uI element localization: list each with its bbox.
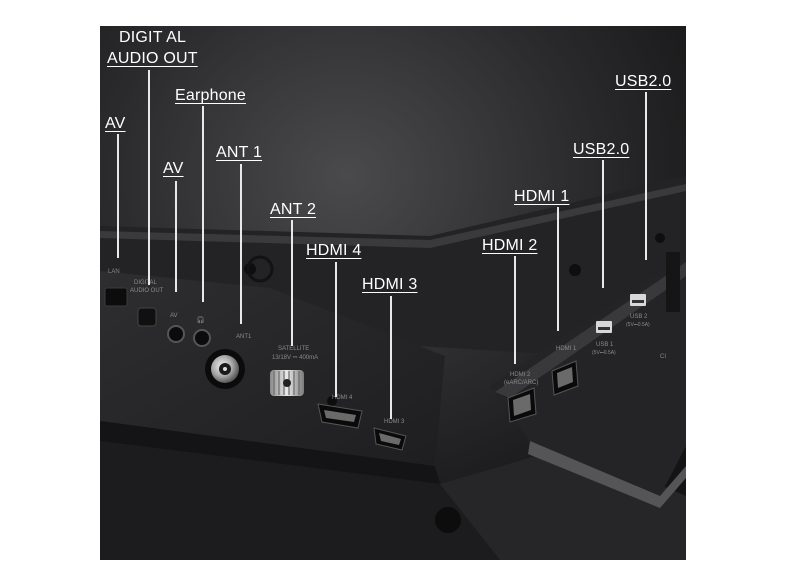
right-connector-panel: [490, 254, 686, 496]
leader-line-hdmi1: [557, 207, 559, 331]
svg-text:SATELLITE: SATELLITE: [278, 346, 309, 352]
svg-text:(5V⎓0.5A): (5V⎓0.5A): [592, 350, 616, 356]
leader-line-ant2: [291, 220, 293, 346]
callout-hdmi1: HDMI 1: [514, 188, 570, 205]
lan-port: [104, 287, 128, 307]
tv-back-panel-illustration: LAN DIGITAL AUDIO OUT AV 🎧︎ ANT1 SATELLI…: [100, 26, 686, 560]
callout-usb-top: USB2.0: [615, 73, 672, 90]
leader-line-hdmi4: [335, 262, 337, 397]
leader-line-digital-audio-out: [148, 70, 150, 285]
svg-text:HDMI 2: HDMI 2: [510, 372, 531, 378]
svg-text:13/18V ⎓ 400mA: 13/18V ⎓ 400mA: [272, 355, 318, 361]
svg-text:DIGITAL: DIGITAL: [134, 280, 158, 286]
svg-text:USB 2: USB 2: [630, 314, 648, 320]
callout-av-left: AV: [105, 115, 126, 132]
ci-slot: [666, 252, 680, 312]
tv-ports-photo: LAN DIGITAL AUDIO OUT AV 🎧︎ ANT1 SATELLI…: [100, 26, 686, 560]
leader-line-hdmi2: [514, 256, 516, 364]
svg-text:LAN: LAN: [108, 269, 120, 275]
mounting-hole: [435, 507, 461, 533]
svg-text:(eARC/ARC): (eARC/ARC): [504, 380, 538, 386]
callout-usb-mid: USB2.0: [573, 141, 630, 158]
leader-line-usb-mid: [602, 160, 604, 288]
callout-ant1: ANT 1: [216, 144, 263, 161]
svg-text:AV: AV: [170, 313, 178, 319]
svg-text:ANT1: ANT1: [236, 334, 252, 340]
callout-earphone: Earphone: [175, 87, 246, 104]
digital-audio-out-port: [137, 307, 157, 327]
callout-hdmi4: HDMI 4: [306, 242, 362, 259]
svg-text:CI: CI: [660, 354, 666, 360]
earphone-jack: [193, 329, 211, 347]
svg-text:AUDIO OUT: AUDIO OUT: [130, 288, 164, 294]
lower-cover: [100, 441, 500, 560]
callout-hdmi3: HDMI 3: [362, 276, 418, 293]
callout-av-middle: AV: [163, 160, 184, 177]
svg-text:HDMI 1: HDMI 1: [556, 346, 577, 352]
svg-text:HDMI 3: HDMI 3: [384, 419, 405, 425]
callout-digital-audio-out-line1: DIGIT AL: [119, 29, 187, 46]
leader-line-av-middle: [175, 181, 177, 292]
leader-line-earphone: [202, 106, 204, 302]
callout-hdmi2: HDMI 2: [482, 237, 538, 254]
callout-digital-audio-out-line2: AUDIO OUT: [107, 50, 198, 67]
leader-line-hdmi3: [390, 296, 392, 419]
svg-text:HDMI 4: HDMI 4: [332, 395, 353, 401]
leader-line-usb-top: [645, 92, 647, 260]
callout-ant2: ANT 2: [270, 201, 317, 218]
leader-line-ant1: [240, 164, 242, 324]
svg-text:(5V⎓0.5A): (5V⎓0.5A): [626, 322, 650, 328]
svg-text:🎧︎: 🎧︎: [196, 316, 205, 324]
av-jack: [167, 325, 185, 343]
svg-text:USB 1: USB 1: [596, 342, 614, 348]
leader-line-av-left: [117, 134, 119, 258]
